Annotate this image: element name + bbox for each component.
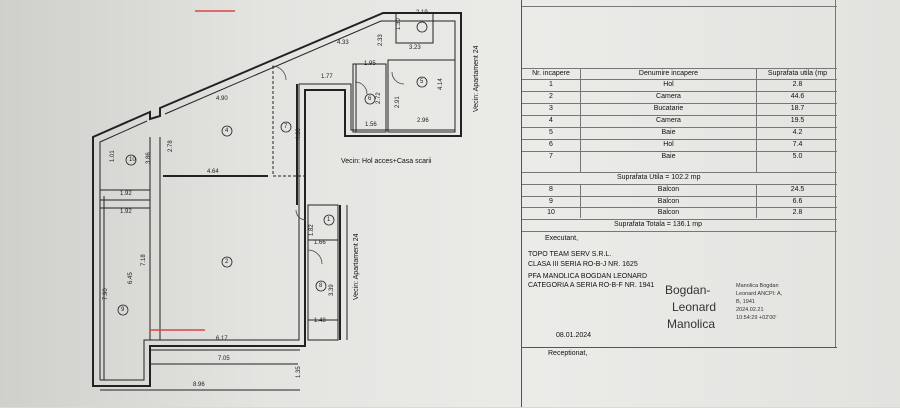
digital-signature-block: Manolica Bogdan Leonard ANCPI: A, B, 194… <box>736 283 783 321</box>
dim-1-56: 1.56 <box>365 122 377 128</box>
executant-label: Executant, <box>545 235 579 242</box>
dim-4-33: 4.33 <box>337 40 349 46</box>
room-number-1: 1 <box>327 217 331 223</box>
dim-1-92-b: 1.92 <box>120 209 132 215</box>
label-vecin-ap24-top: Vecin: Apartament 24 <box>473 45 480 112</box>
dim-1-66: 1.66 <box>314 240 326 246</box>
dim-1-92-a: 1.92 <box>120 191 132 197</box>
dim-1-48: 1.48 <box>314 318 326 324</box>
table-header: Nr. incapere Denumire incapere Suprafata… <box>522 68 837 80</box>
room-number-2: 2 <box>225 259 229 265</box>
executant-line-2: CLASA III SERIA RO-B-J NR. 1625 <box>528 261 638 268</box>
dim-8-96: 8.96 <box>193 382 205 388</box>
floor-plan-drawing <box>92 10 462 391</box>
executant-line-3: PFA MANOLICA BOGDAN LEONARD <box>528 273 648 280</box>
receptionat-label: Receptionat, <box>548 350 588 357</box>
dim-3-39: 3.39 <box>329 284 335 296</box>
dim-1-01: 1.01 <box>110 150 116 162</box>
dim-6-17: 6.17 <box>216 336 228 342</box>
dim-7-18: 7.18 <box>141 254 147 266</box>
room-number-3: 4 <box>225 128 229 134</box>
dim-3-86: 3.86 <box>146 152 152 164</box>
room-number-9: 10 <box>129 157 136 163</box>
label-vecin-hol: Vecin: Hol acces+Casa scarii <box>341 158 432 165</box>
signature-name-3: Manolica <box>667 317 716 331</box>
signature-name-1: Bogdan- <box>665 283 711 297</box>
dim-4-14: 4.14 <box>438 78 444 90</box>
receptionat-block <box>522 347 837 408</box>
dim-4-64: 4.64 <box>207 169 219 175</box>
signature-name-2: Leonard <box>672 300 717 314</box>
dim-1-77: 1.77 <box>321 74 333 80</box>
dim-1-35: 1.35 <box>296 366 302 378</box>
dim-1-30: 1.30 <box>396 18 402 30</box>
dim-2-33: 2.33 <box>378 34 384 46</box>
dim-3-23: 3.23 <box>409 45 421 51</box>
dim-7-05: 7.05 <box>218 356 230 362</box>
dim-6-45: 6.45 <box>128 272 134 284</box>
room-number-4: 5 <box>420 79 424 85</box>
suprafata-totala-row: Suprafata Totala = 136.1 mp <box>522 219 837 231</box>
suprafata-utila-row: Suprafata Utila = 102.2 mp <box>522 172 837 184</box>
document-date: 08.01.2024 <box>556 332 592 339</box>
dim-1-95: 1.95 <box>364 61 376 67</box>
room-number-7: 8 <box>319 283 323 289</box>
dim-2-19: 2.19 <box>416 10 428 16</box>
dim-2-96: 2.96 <box>417 118 429 124</box>
room-area-table: Nr. incapere Denumire incapere Suprafata… <box>521 0 837 407</box>
dim-2-78: 2.78 <box>168 140 174 152</box>
dim-4-60: 4.60 <box>296 128 302 140</box>
dim-4-90: 4.90 <box>216 96 228 102</box>
dim-2-72: 2.72 <box>376 92 382 104</box>
executant-block <box>522 231 837 348</box>
room-number-6: 7 <box>284 124 288 130</box>
executant-line-4: CATEGORIA A SERIA RO-B-F NR. 1941 <box>528 282 655 289</box>
executant-line-1: TOPO TEAM SERV S.R.L. <box>528 251 612 258</box>
room-number-5: 6 <box>368 96 372 102</box>
label-vecin-ap24-bottom: Vecin: Apartament 24 <box>353 233 360 300</box>
dim-2-91: 2.91 <box>395 96 401 108</box>
dim-7-90: 7.90 <box>103 288 109 300</box>
dim-1-82: 1.82 <box>309 224 315 236</box>
room-number-8: 9 <box>121 307 125 313</box>
